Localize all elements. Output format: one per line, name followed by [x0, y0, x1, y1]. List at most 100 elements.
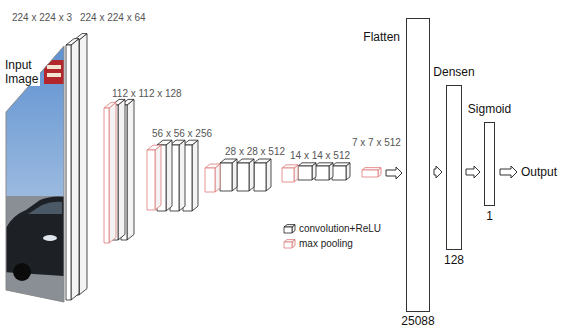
sample-face — [284, 240, 295, 242]
image-sign — [44, 60, 64, 84]
image-frame — [6, 46, 64, 302]
layer-face — [282, 165, 298, 168]
layer-face — [315, 166, 329, 180]
dimension-label: 224 x 224 x 3 — [12, 12, 72, 24]
layer-size: 1 — [486, 209, 493, 223]
legend-text: convolution+ReLU — [299, 222, 381, 235]
input-image — [0, 40, 70, 310]
image-road — [0, 196, 70, 310]
image-wheel — [13, 263, 31, 281]
pool-layer — [282, 165, 298, 182]
legend-text: max pooling — [299, 237, 353, 250]
layer-face — [237, 159, 254, 163]
pool-layer — [205, 164, 220, 192]
layer-face — [362, 170, 378, 177]
layer-face — [215, 164, 220, 192]
layer-size: 25088 — [401, 314, 434, 328]
layer-face — [298, 166, 312, 180]
layer-face — [254, 163, 266, 191]
dimension-label: 224 x 224 x 64 — [80, 12, 146, 24]
dimension-label: 56 x 56 x 256 — [152, 128, 212, 140]
layer-face — [254, 159, 271, 163]
image-sign-stripe — [47, 73, 61, 77]
flow-arrow — [386, 167, 402, 179]
layer-face — [266, 159, 271, 191]
layer-stack — [66, 34, 381, 300]
image-sky — [0, 40, 70, 310]
layer-face — [220, 163, 232, 191]
layer-face — [71, 39, 79, 300]
layer-face — [298, 163, 316, 166]
flow-arrow — [466, 166, 480, 178]
dimension-label: 14 x 14 x 512 — [290, 150, 350, 162]
layer-face — [155, 145, 161, 210]
layer-face — [147, 150, 155, 210]
layer-face — [166, 140, 172, 211]
sample-face — [284, 225, 295, 227]
layer-face — [249, 159, 254, 191]
layer-face — [205, 164, 220, 168]
dimension-label: 112 x 112 x 128 — [112, 88, 182, 100]
pool-layer — [104, 102, 116, 243]
layer-face — [157, 140, 172, 145]
conv-layer — [254, 159, 271, 191]
layer-name: Densen — [433, 65, 474, 79]
sample-face — [284, 227, 292, 233]
conv-layer — [315, 163, 333, 180]
dense-layer: Densen128 — [446, 85, 462, 250]
sample-face — [292, 240, 295, 248]
image-car — [2, 196, 66, 276]
flow-arrow — [434, 166, 442, 178]
input-label: Input Image — [4, 58, 40, 86]
conv-layer — [66, 39, 79, 300]
conv-layer — [332, 163, 350, 180]
layer-face — [205, 168, 215, 192]
conv-layer — [298, 163, 316, 180]
pool-layer — [147, 145, 161, 210]
conv-layer — [220, 159, 237, 191]
layer-face — [232, 159, 237, 191]
layer-face — [66, 45, 71, 300]
layer-face — [104, 102, 116, 108]
layer-face — [118, 99, 125, 240]
image-headlight — [43, 235, 57, 241]
image-sign-stripe — [47, 65, 61, 69]
sample-face — [284, 242, 292, 248]
layer-face — [79, 34, 87, 295]
layer-face — [127, 99, 134, 240]
flatten-layer: Flatten25088 — [406, 18, 430, 312]
conv-sample — [283, 223, 296, 235]
layer-face — [147, 145, 161, 150]
conv-layer — [237, 159, 254, 191]
output-label: Output — [521, 165, 557, 179]
layer-face — [220, 159, 237, 163]
layer-name: Flatten — [363, 30, 400, 44]
layer-size: 128 — [444, 253, 464, 267]
sample-face — [292, 225, 295, 233]
layer-face — [66, 39, 79, 45]
layer-face — [237, 163, 249, 191]
layer-face — [179, 140, 185, 211]
layer-face — [332, 163, 350, 166]
layer-name: Sigmoid — [468, 102, 511, 116]
dimension-label: 7 x 7 x 512 — [352, 137, 401, 149]
layer-face — [315, 163, 333, 166]
legend-box: convolution+ReLU max pooling — [283, 222, 393, 254]
pool-layer — [362, 168, 381, 177]
dimension-label: 28 x 28 x 512 — [225, 146, 285, 158]
image-car-window — [28, 202, 62, 214]
layer-face — [109, 102, 116, 243]
layer-face — [332, 166, 346, 180]
layer-face — [104, 108, 109, 243]
layer-face — [282, 168, 294, 182]
sigmoid-layer: Sigmoid1 — [484, 122, 495, 206]
flow-arrow — [500, 166, 517, 178]
pool-sample — [283, 238, 296, 250]
flow-arrows — [386, 166, 517, 179]
layer-face — [192, 140, 198, 211]
